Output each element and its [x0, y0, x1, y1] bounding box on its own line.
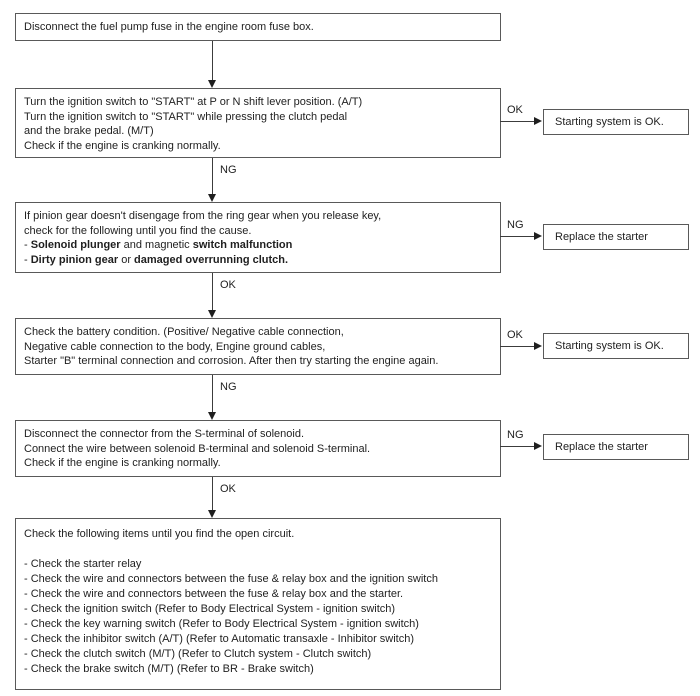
- down-arrow-shaft-3: [212, 273, 213, 311]
- right-arrow-shaft-4: [500, 446, 536, 447]
- down-arrowhead-icon-3: [208, 310, 216, 318]
- text-line: Check the battery condition. (Positive/ …: [24, 326, 344, 338]
- right-arrowhead-icon-1: [534, 117, 542, 125]
- down-arrowhead-icon-5: [208, 510, 216, 518]
- text-line: - Check the brake switch (M/T) (Refer to…: [24, 663, 314, 675]
- text-line: Check if the engine is cranking normally…: [24, 139, 221, 152]
- down-arrow-shaft-4: [212, 375, 213, 413]
- connector-label-ok: OK: [507, 328, 523, 342]
- text-line: - Solenoid plunger and magnetic switch m…: [24, 239, 293, 251]
- right-arrowhead-icon-2: [534, 232, 542, 240]
- text-line: Turn the ignition switch to "START" at P…: [24, 96, 363, 108]
- result-label: Replace the starter: [555, 231, 648, 243]
- flow-step-disconnect-fuel-pump-fuse: Disconnect the fuel pump fuse in the eng…: [15, 13, 501, 41]
- down-arrowhead-icon-2: [208, 194, 216, 202]
- right-arrow-shaft-2: [500, 236, 536, 237]
- text-line: check for the following until you find t…: [24, 224, 252, 237]
- text-line: - Check the key warning switch (Refer to…: [24, 618, 419, 630]
- right-arrowhead-icon-4: [534, 442, 542, 450]
- result-label: Starting system is OK.: [555, 116, 664, 128]
- text-line: [24, 542, 492, 557]
- text-line: - Dirty pinion gear or damaged overrunni…: [24, 253, 289, 266]
- connector-label-ok: OK: [220, 482, 236, 496]
- flow-step-open-circuit-checklist: Check the following items until you find…: [15, 518, 501, 690]
- connector-label-ng: NG: [220, 163, 237, 177]
- text-line: - Check the ignition switch (Refer to Bo…: [24, 603, 396, 615]
- right-arrow-shaft-1: [500, 121, 536, 122]
- result-box-starting-system-ok-1: Starting system is OK.: [543, 109, 689, 135]
- connector-label-ng: NG: [507, 218, 524, 232]
- result-box-starting-system-ok-2: Starting system is OK.: [543, 333, 689, 359]
- text-line: Negative cable connection to the body, E…: [24, 340, 326, 353]
- text-line: - Check the starter relay: [24, 558, 142, 570]
- result-box-replace-starter-2: Replace the starter: [543, 434, 689, 460]
- flow-step-battery-condition-check: Check the battery condition. (Positive/ …: [15, 318, 501, 375]
- down-arrow-shaft-2: [212, 158, 213, 196]
- flow-step-pinion-gear-check: If pinion gear doesn't disengage from th…: [15, 202, 501, 273]
- right-arrowhead-icon-3: [534, 342, 542, 350]
- connector-label-ng: NG: [220, 380, 237, 394]
- result-label: Replace the starter: [555, 441, 648, 453]
- text-line: - Check the wire and connectors between …: [24, 588, 404, 600]
- down-arrow-shaft-5: [212, 477, 213, 512]
- text-line: If pinion gear doesn't disengage from th…: [24, 210, 382, 222]
- text-line: - Check the wire and connectors between …: [24, 573, 438, 585]
- result-box-replace-starter-1: Replace the starter: [543, 224, 689, 250]
- flow-step-turn-ignition-start: Turn the ignition switch to "START" at P…: [15, 88, 501, 158]
- down-arrowhead-icon-4: [208, 412, 216, 420]
- text-line: Turn the ignition switch to "START" whil…: [24, 110, 348, 123]
- connector-label-ok: OK: [507, 103, 523, 117]
- text-line: Connect the wire between solenoid B-term…: [24, 442, 371, 455]
- text-line: Check the following items until you find…: [24, 528, 295, 540]
- text-line: and the brake pedal. (M/T): [24, 125, 154, 137]
- text-line: Disconnect the connector from the S-term…: [24, 428, 305, 440]
- down-arrowhead-icon-1: [208, 80, 216, 88]
- text-line: - Check the clutch switch (M/T) (Refer t…: [24, 648, 372, 660]
- text-line: Starter "B" terminal connection and corr…: [24, 355, 439, 367]
- flow-step-solenoid-terminal-check: Disconnect the connector from the S-term…: [15, 420, 501, 477]
- connector-label-ok: OK: [220, 278, 236, 292]
- text-line: Disconnect the fuel pump fuse in the eng…: [24, 21, 314, 33]
- right-arrow-shaft-3: [500, 346, 536, 347]
- text-line: - Check the inhibitor switch (A/T) (Refe…: [24, 633, 415, 645]
- text-line: Check if the engine is cranking normally…: [24, 457, 221, 469]
- down-arrow-shaft-1: [212, 41, 213, 82]
- result-label: Starting system is OK.: [555, 340, 664, 352]
- connector-label-ng: NG: [507, 428, 524, 442]
